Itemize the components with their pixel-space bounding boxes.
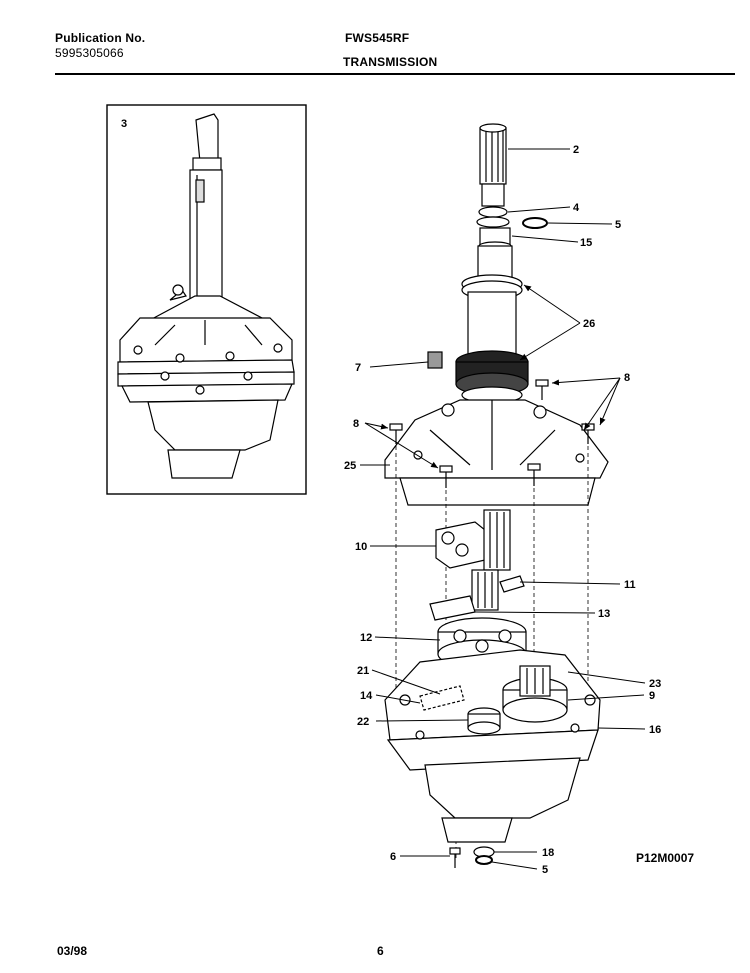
callout-26: 26 xyxy=(583,318,595,330)
callout-23: 23 xyxy=(649,678,661,690)
callout-8-right: 8 xyxy=(624,372,630,384)
footer-date: 03/98 xyxy=(57,944,88,958)
callout-14: 14 xyxy=(360,690,373,702)
footer-page-number: 6 xyxy=(377,944,384,958)
callout-4: 4 xyxy=(573,202,580,214)
callout-2: 2 xyxy=(573,144,579,156)
callout-9: 9 xyxy=(649,690,655,702)
callout-12: 12 xyxy=(360,632,372,644)
callout-8-left: 8 xyxy=(353,418,359,430)
callout-18: 18 xyxy=(542,847,554,859)
publication-number: 5995305066 xyxy=(55,46,124,60)
inset-transmission-assembly xyxy=(106,104,307,495)
callout-15: 15 xyxy=(580,237,592,249)
callout-16: 16 xyxy=(649,724,661,736)
publication-label: Publication No. xyxy=(55,31,146,45)
callout-22: 22 xyxy=(357,716,369,728)
callout-25: 25 xyxy=(344,460,356,472)
callout-13: 13 xyxy=(598,608,610,620)
exploded-view xyxy=(384,123,609,868)
leader-lines xyxy=(360,148,646,870)
callout-10: 10 xyxy=(355,541,367,553)
diagram-code: P12M0007 xyxy=(636,851,694,865)
callout-5-top: 5 xyxy=(615,219,621,231)
callout-21: 21 xyxy=(357,665,369,677)
callout-3: 3 xyxy=(121,118,127,130)
header-rule xyxy=(55,73,735,75)
callout-5-bottom: 5 xyxy=(542,864,548,876)
callout-7: 7 xyxy=(355,362,361,374)
callout-6: 6 xyxy=(390,851,396,863)
model-number: FWS545RF xyxy=(345,31,410,45)
callout-11: 11 xyxy=(624,579,636,591)
section-title: TRANSMISSION xyxy=(343,55,438,69)
